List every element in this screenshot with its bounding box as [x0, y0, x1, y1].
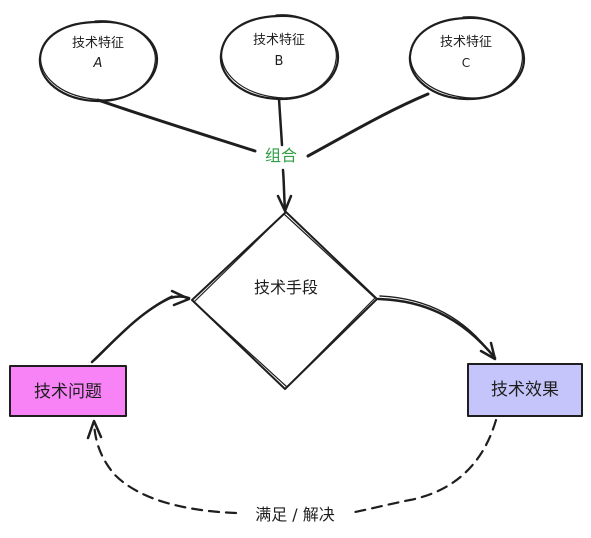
feature-c-title: 技术特征 [440, 35, 492, 50]
technical-means-label: 技术手段 [254, 278, 318, 297]
combine-connectors: 组合 [96, 92, 430, 213]
feature-b-letter: B [275, 54, 284, 69]
satisfy-loop-arrow: 满足 / 解决 [86, 418, 498, 524]
problem-box-fill [10, 366, 126, 416]
means-to-effect-arrow [376, 295, 497, 361]
effect-box-fill [468, 364, 582, 416]
feature-c-letter: C [462, 56, 470, 70]
feature-b-node[interactable]: 技术特征 B [219, 14, 340, 101]
problem-to-means-arrow [90, 289, 191, 364]
technical-means-node[interactable]: 技术手段 [191, 211, 378, 390]
technical-effect-label: 技术效果 [491, 380, 559, 400]
feature-a-letter: A [93, 56, 103, 71]
technical-problem-node[interactable]: 技术问题 [9, 365, 127, 417]
feature-a-node[interactable]: 技术特征 A [38, 20, 159, 103]
feature-a-title: 技术特征 [72, 36, 124, 51]
technical-problem-label: 技术问题 [34, 382, 102, 402]
satisfy-label: 满足 / 解决 [255, 505, 335, 524]
technical-effect-node[interactable]: 技术效果 [467, 363, 583, 417]
feature-c-node[interactable]: 技术特征 C [408, 16, 526, 101]
combine-label: 组合 [265, 146, 297, 165]
feature-b-title: 技术特征 [253, 33, 305, 48]
